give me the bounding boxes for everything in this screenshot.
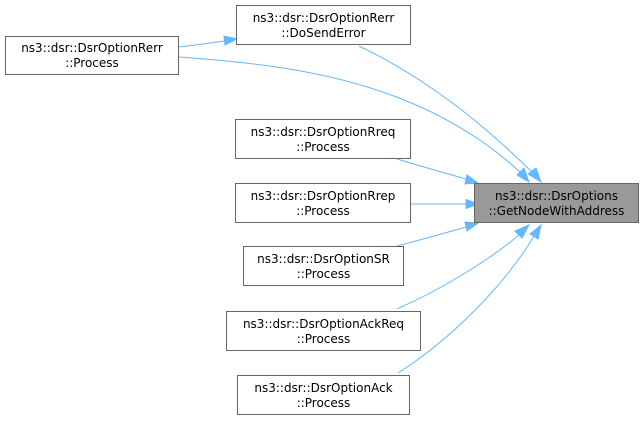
edge-arrowhead (223, 35, 239, 46)
node-label-line1: ns3::dsr::DsrOptionRreq (251, 125, 396, 139)
edge-arrowhead (527, 167, 542, 184)
node-label-line1: ns3::dsr::DsrOptionRerr (253, 11, 395, 25)
edge-arrowhead (464, 174, 480, 185)
edge-arrowhead (464, 221, 480, 232)
edge-rerr-process-to-dosenderror (178, 40, 226, 48)
node-box-highlighted (474, 183, 639, 223)
edge-arrowhead (529, 223, 542, 240)
node-box (236, 5, 411, 45)
node-rrep-process[interactable]: ns3::dsr::DsrOptionRrep ::Process (235, 183, 411, 223)
node-box (235, 119, 411, 159)
node-label-line1: ns3::dsr::DsrOptionAck (254, 381, 392, 395)
edge-sr-process-to-target (396, 226, 467, 247)
node-dosenderror[interactable]: ns3::dsr::DsrOptionRerr ::DoSendError (236, 5, 411, 45)
edge-ackreq-process-to-target (396, 233, 521, 310)
node-label-line2: ::Process (297, 332, 351, 346)
node-ack-process[interactable]: ns3::dsr::DsrOptionAck ::Process (237, 375, 410, 415)
node-label-line1: ns3::dsr::DsrOptionAckReq (243, 317, 404, 331)
node-target-getnodewithaddress[interactable]: ns3::dsr::DsrOptions ::GetNodeWithAddres… (474, 183, 639, 223)
node-label-line2: ::Process (297, 396, 351, 410)
edge-arrowhead (465, 198, 480, 210)
node-sr-process[interactable]: ns3::dsr::DsrOptionSR ::Process (243, 246, 404, 286)
node-label-line1: ns3::dsr::DsrOptionRerr (21, 41, 163, 55)
node-label-line1: ns3::dsr::DsrOptionSR (257, 252, 390, 266)
edge-arrowhead (516, 167, 530, 184)
node-label-line2: ::Process (65, 56, 119, 70)
node-label-line1: ns3::dsr::DsrOptionRrep (251, 189, 396, 203)
node-box (235, 183, 411, 223)
node-box (243, 246, 404, 286)
node-box (226, 311, 421, 351)
node-ackreq-process[interactable]: ns3::dsr::DsrOptionAckReq ::Process (226, 311, 421, 351)
node-box (5, 36, 179, 75)
node-label-line1: ns3::dsr::DsrOptions (495, 189, 618, 203)
edge-ack-process-to-target (397, 235, 535, 374)
node-label-line2: ::GetNodeWithAddress (489, 204, 625, 218)
edge-rreq-process-to-target (396, 158, 467, 180)
node-label-line2: ::Process (296, 204, 350, 218)
node-rreq-process[interactable]: ns3::dsr::DsrOptionRreq ::Process (235, 119, 411, 159)
node-label-line2: ::DoSendError (281, 26, 365, 40)
edge-dosenderror-to-target (358, 45, 533, 173)
edges (178, 35, 542, 374)
node-box (237, 375, 410, 415)
node-label-line2: ::Process (297, 267, 351, 281)
edge-arrowhead (514, 223, 531, 239)
node-label-line2: ::Process (296, 140, 350, 154)
edge-rerr-process-to-target (178, 56, 521, 173)
node-rerr-process[interactable]: ns3::dsr::DsrOptionRerr ::Process (5, 36, 179, 75)
